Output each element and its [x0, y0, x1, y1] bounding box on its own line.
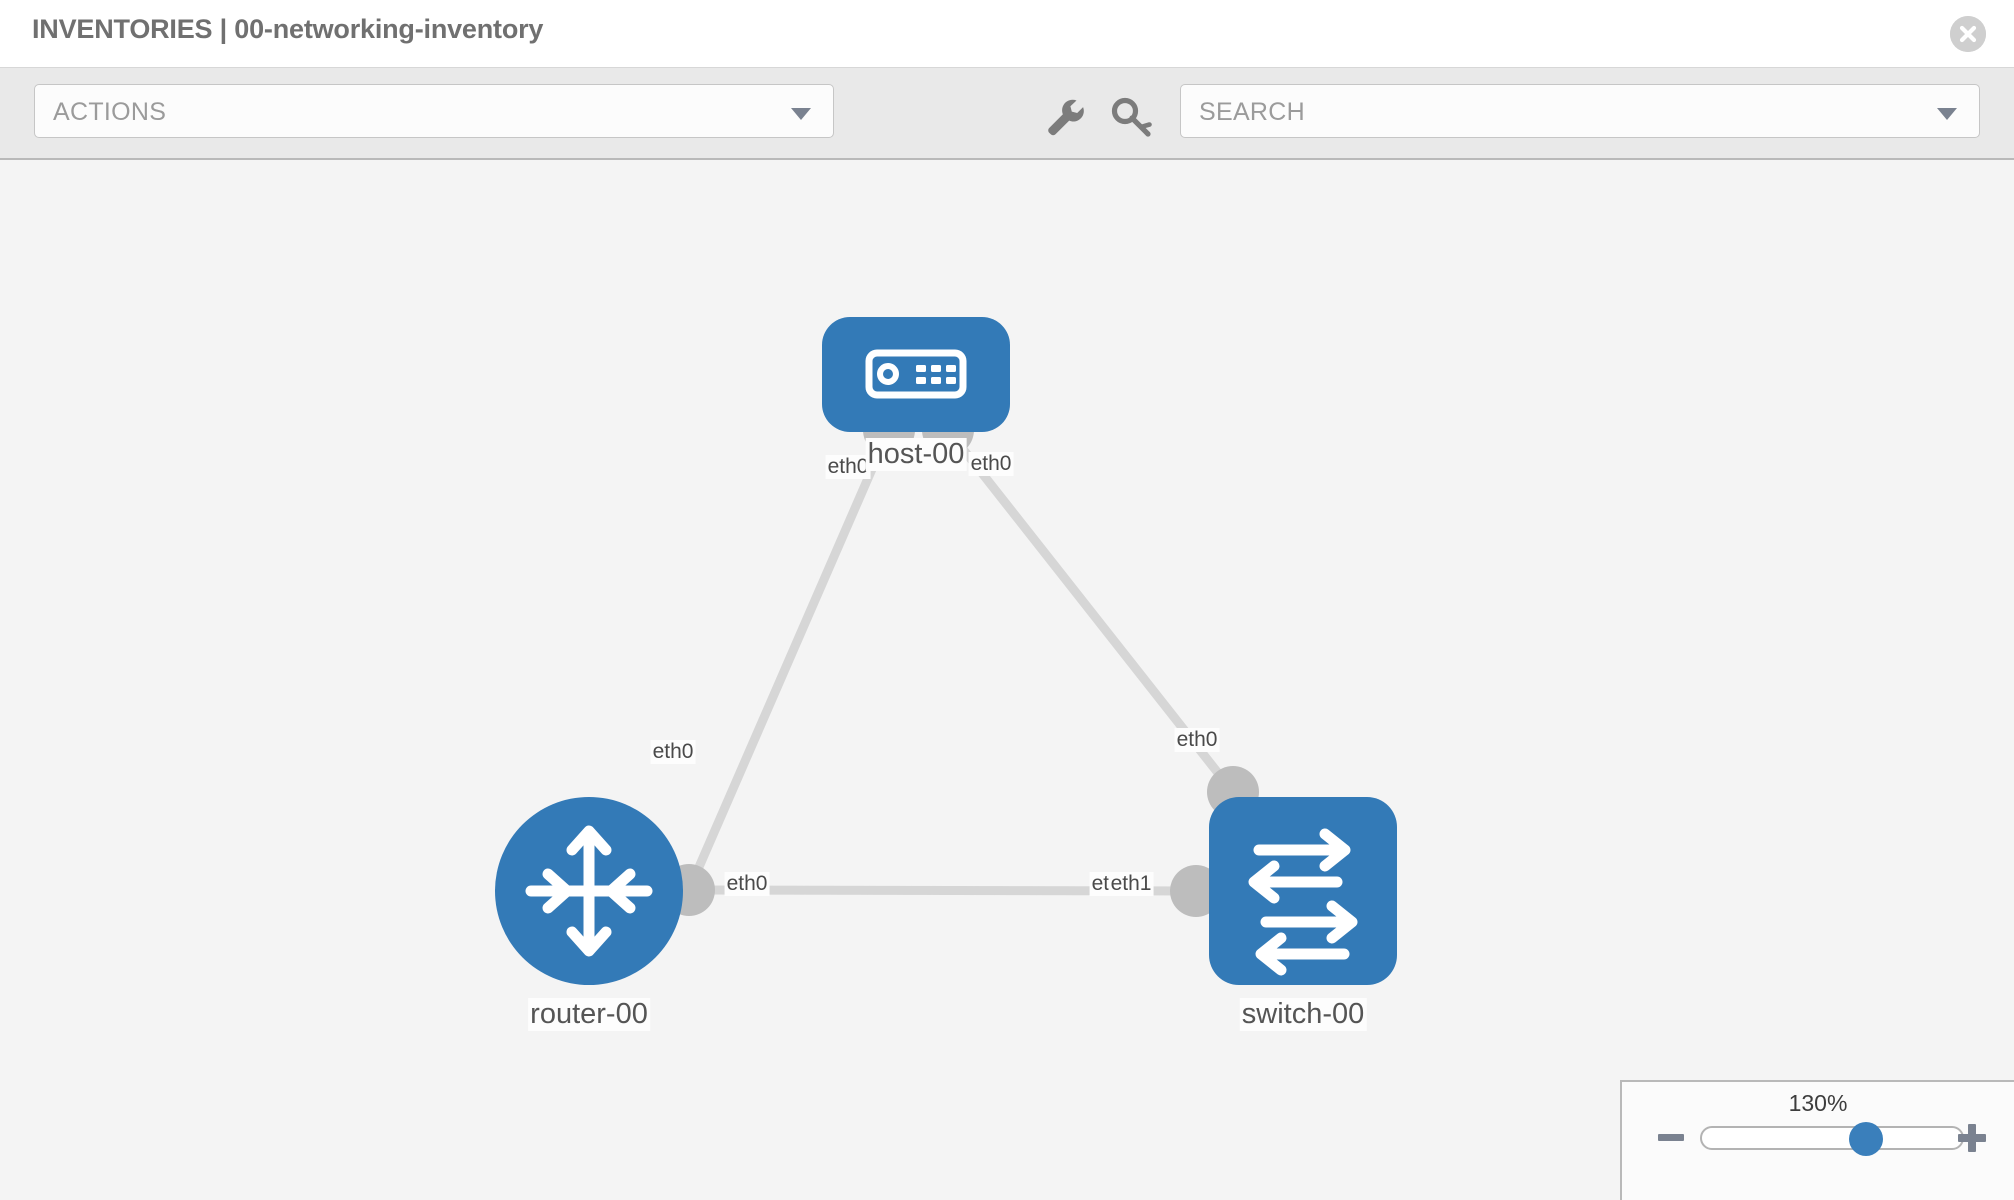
- key-button[interactable]: [1110, 96, 1156, 138]
- close-button[interactable]: [1950, 16, 1986, 52]
- zoom-slider[interactable]: [1700, 1122, 1964, 1156]
- node-router-00[interactable]: [495, 797, 683, 985]
- page-title: INVENTORIES | 00-networking-inventory: [32, 14, 544, 44]
- chevron-down-icon[interactable]: [1937, 108, 1957, 120]
- actions-dropdown-label: ACTIONS: [53, 98, 167, 126]
- topology-graph: [495, 317, 1397, 985]
- actions-dropdown[interactable]: ACTIONS: [34, 84, 834, 138]
- node-host-00[interactable]: [822, 317, 1010, 432]
- zoom-level-value: 130%: [1788, 1090, 1848, 1116]
- connector-ports: [663, 404, 1259, 917]
- key-icon: [1111, 97, 1152, 137]
- zoom-out-button[interactable]: [1658, 1134, 1684, 1141]
- node-label-router-00: router-00: [528, 998, 650, 1031]
- page-header: INVENTORIES | 00-networking-inventory: [0, 0, 2014, 68]
- iface-label-router-switch: eth0: [724, 872, 770, 896]
- zoom-control-panel: 130%: [1620, 1080, 2014, 1200]
- topology-canvas[interactable]: eth0 eth0 eth0 eth0 eth0 eth0 eth1 host-…: [0, 160, 2014, 1200]
- router-arrows-icon: [525, 825, 653, 957]
- iface-label-host-switch: eth0: [968, 452, 1014, 476]
- server-device-icon: [865, 349, 967, 399]
- iface-label-switch-host: eth0: [1174, 728, 1220, 752]
- search-placeholder: SEARCH: [1199, 98, 1305, 126]
- zoom-in-button[interactable]: [1958, 1124, 1986, 1152]
- node-label-switch-00: switch-00: [1239, 998, 1367, 1031]
- wrench-icon: [1048, 99, 1084, 136]
- zoom-slider-thumb[interactable]: [1848, 1122, 1883, 1156]
- iface-label-switch-router: eth1: [1108, 872, 1154, 896]
- node-label-host-00: host-00: [865, 438, 967, 471]
- chevron-down-icon: [791, 108, 811, 120]
- link-host-router: [684, 425, 894, 895]
- search-input[interactable]: SEARCH: [1180, 84, 1980, 138]
- wrench-button[interactable]: [1043, 96, 1089, 138]
- iface-label-host-router: eth0: [825, 455, 871, 479]
- iface-label-router-host: eth0: [650, 740, 696, 764]
- close-icon: [1950, 16, 1986, 52]
- switch-arrows-icon: [1248, 828, 1358, 976]
- node-switch-00[interactable]: [1209, 797, 1397, 985]
